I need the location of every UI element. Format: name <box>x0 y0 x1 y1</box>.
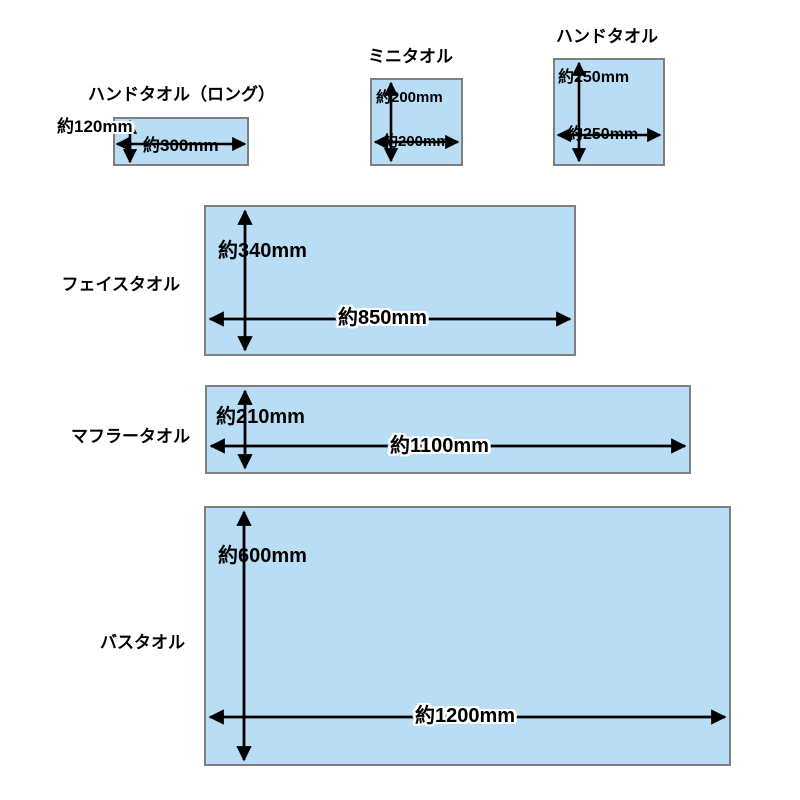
dimension-height-hand-towel: 約250mm <box>558 69 630 86</box>
towel-rect-muffler-towel <box>205 385 691 474</box>
dimension-width-face-towel: 約850mm <box>338 307 427 329</box>
dimension-width-hand-towel-long: 約300mm <box>143 136 219 155</box>
title-hand-towel: ハンドタオル <box>556 27 658 46</box>
title-mini-towel: ミニタオル <box>368 47 453 66</box>
dimension-height-hand-towel-long: 約120mm <box>57 117 133 136</box>
title-face-towel: フェイスタオル <box>61 275 181 294</box>
dimension-arrows-bath-towel <box>208 510 727 762</box>
towel-rect-hand-towel <box>553 58 665 166</box>
dimension-height-face-towel: 約340mm <box>218 240 307 262</box>
title-hand-towel-long: ハンドタオル（ロング） <box>88 85 275 104</box>
dimension-width-mini-towel: 約200mm <box>383 133 450 150</box>
dimension-height-muffler-towel: 約210mm <box>216 406 305 428</box>
dimension-width-muffler-towel: 約1100mm <box>390 435 489 457</box>
dimension-height-bath-towel: 約600mm <box>218 545 307 567</box>
dimension-arrows-muffler-towel <box>209 389 687 470</box>
title-bath-towel: バスタオル <box>100 633 185 652</box>
towel-rect-face-towel <box>204 205 576 356</box>
dimension-width-hand-towel: 約250mm <box>567 126 639 143</box>
dimension-arrows-face-towel <box>208 209 572 352</box>
dimension-arrows-mini-towel <box>373 81 460 163</box>
dimension-height-mini-towel: 約200mm <box>376 89 443 106</box>
dimension-arrows-hand-towel <box>556 61 662 163</box>
title-muffler-towel: マフラータオル <box>71 427 190 446</box>
dimension-width-bath-towel: 約1200mm <box>415 705 516 727</box>
dimension-arrows-hand-towel-long <box>115 119 247 164</box>
